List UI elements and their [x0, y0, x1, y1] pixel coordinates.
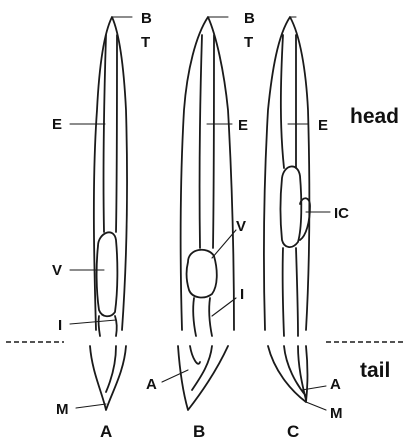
- label-b-i: I: [240, 286, 244, 303]
- leader-c-m: [306, 402, 326, 410]
- figure-c: E IC A M: [264, 17, 349, 422]
- figure-a-intestine: [99, 316, 117, 336]
- label-c-e: E: [318, 117, 328, 134]
- figure-b-inner-line-right: [213, 35, 214, 248]
- label-a-b: B: [141, 10, 152, 27]
- label-b-b: B: [244, 10, 255, 27]
- leader-b-i: [212, 298, 236, 316]
- figure-b-tail-inner: [190, 346, 212, 390]
- figure-a-inner-line-left: [104, 35, 106, 232]
- label-a-i: I: [58, 317, 62, 334]
- label-a-v: V: [52, 262, 62, 279]
- label-a-m: M: [56, 401, 69, 418]
- leader-a-m: [76, 404, 106, 408]
- figure-b-intestine: [193, 298, 212, 336]
- figure-b-body-outline: [181, 17, 234, 330]
- figure-a-body-outline: [94, 17, 127, 330]
- label-a-t: T: [141, 34, 150, 51]
- figure-a-vesicle: [97, 232, 118, 316]
- figure-b-inner-line-left: [200, 35, 202, 248]
- label-a-e: E: [52, 116, 62, 133]
- label-b-v: V: [236, 218, 246, 235]
- leader-c-a: [302, 386, 326, 390]
- leader-a-i: [70, 320, 116, 324]
- figure-a-tail: [90, 346, 126, 410]
- label-b-a: A: [146, 376, 157, 393]
- figure-c-body-outline: [264, 17, 309, 330]
- column-label-b: B: [193, 422, 205, 441]
- figure-a-inner-line-right: [116, 35, 117, 232]
- leader-b-a: [162, 370, 188, 382]
- figure-a-tail-inner: [106, 346, 116, 392]
- figure-b: B T E V I A: [146, 10, 255, 410]
- figure-c-tail: [268, 346, 308, 402]
- label-tail: tail: [360, 359, 390, 382]
- figure-c-vesicle: [281, 166, 302, 247]
- label-b-e: E: [238, 117, 248, 134]
- label-c-a: A: [330, 376, 341, 393]
- label-head: head: [350, 105, 399, 128]
- figure-c-inner-line-left: [281, 35, 284, 168]
- figure-b-tail: [178, 346, 228, 410]
- figure-a: B T E V I M: [52, 10, 152, 418]
- column-label-a: A: [100, 422, 112, 441]
- label-c-m: M: [330, 405, 343, 422]
- label-b-t: T: [244, 34, 253, 51]
- label-c-ic: IC: [334, 205, 349, 222]
- column-label-c: C: [287, 422, 299, 441]
- figure-c-intestine: [283, 248, 298, 336]
